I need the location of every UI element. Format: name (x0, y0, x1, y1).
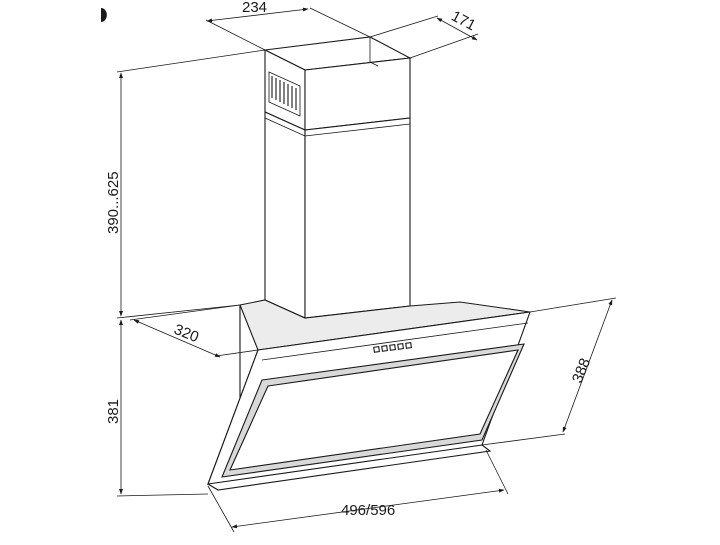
corner-mark (101, 8, 107, 22)
chimney-upper-right-face (304, 57, 411, 131)
control-button-1 (373, 345, 381, 353)
dimension-chimney-height: 390...625 (105, 49, 266, 319)
label-glass-height: 388 (569, 356, 594, 386)
dimension-chimney-width: 234 (205, 0, 371, 51)
control-button-2 (381, 344, 389, 352)
label-chimney-width: 234 (242, 0, 267, 16)
control-button-5 (405, 341, 413, 349)
chimney-lower-left-face (264, 111, 306, 319)
control-button-4 (397, 342, 405, 350)
dimension-chimney-depth: 171 (369, 8, 478, 59)
label-hood-width: 496/596 (341, 502, 395, 519)
label-chimney-height: 390...625 (105, 171, 122, 234)
chimney-lower-right-face (304, 117, 411, 319)
control-button-3 (389, 343, 397, 351)
label-hood-depth: 320 (172, 321, 202, 346)
dimension-hood-width: 496/596 (207, 449, 509, 533)
control-buttons (373, 341, 413, 353)
chimney (263, 36, 412, 319)
chimney-vent-slots (268, 71, 301, 117)
label-hood-height: 381 (105, 399, 122, 424)
dimension-hood-depth: 320 (129, 304, 259, 358)
hood-body (207, 299, 531, 491)
label-chimney-depth: 171 (448, 8, 478, 35)
dimension-hood-height: 381 (105, 319, 209, 497)
